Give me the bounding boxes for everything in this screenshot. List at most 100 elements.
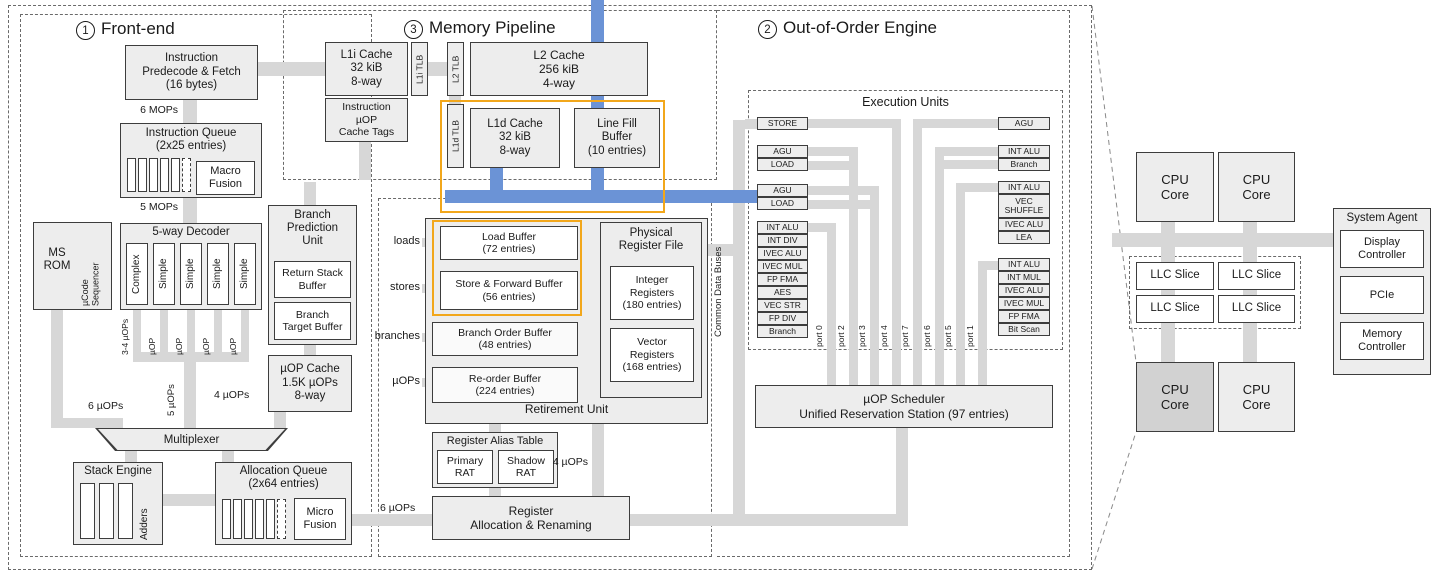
bus-rat-to-regalloc xyxy=(489,488,501,496)
cpu-core-box-highlighted: CPU Core xyxy=(1136,362,1214,432)
ucode-sequencer-label: µCode Sequencer xyxy=(80,262,101,306)
memory-number: 3 xyxy=(404,20,423,39)
bus-scheduler-down xyxy=(896,428,908,518)
allocation-queue-title: Allocation Queue (2x64 entries) xyxy=(239,465,328,491)
bus-iq-to-decoder xyxy=(183,198,197,223)
label-6uops-msrom: 6 µOPs xyxy=(88,400,124,412)
memory-controller-box: Memory Controller xyxy=(1340,322,1424,360)
bus-cdb-store xyxy=(745,119,757,129)
display-controller-box: Display Controller xyxy=(1340,230,1424,268)
unit-store: STORE xyxy=(757,117,808,130)
label-branches: branches xyxy=(374,330,420,342)
bus-l2-to-ring xyxy=(591,0,604,42)
queue-slot xyxy=(244,499,253,539)
bus-tlb-link xyxy=(428,62,447,76)
register-alias-table-title: Register Alias Table xyxy=(446,435,544,447)
bus-common-data xyxy=(733,120,745,518)
queue-slot xyxy=(138,158,147,192)
shadow-rat-box: Shadow RAT xyxy=(498,450,554,484)
ooo-title: Out-of-Order Engine xyxy=(783,18,938,37)
bus-agu-port3 xyxy=(808,186,879,195)
uop-cache-tags-box: Instruction µOP Cache Tags xyxy=(325,98,408,142)
stack-engine-title: Stack Engine xyxy=(84,465,152,477)
predecode-fetch-box: Instruction Predecode & Fetch (16 bytes) xyxy=(125,45,258,100)
queue-slot xyxy=(233,499,242,539)
store-forward-buffer-box: Store & Forward Buffer (56 entries) xyxy=(440,271,578,310)
label-port5: port 5 xyxy=(943,325,953,347)
bus-lfb-down xyxy=(591,168,604,190)
unit-bit-scan: Bit Scan xyxy=(998,323,1050,336)
decoder-complex: Complex xyxy=(126,243,148,305)
cpu-core-box: CPU Core xyxy=(1218,362,1295,432)
label-port0: port 0 xyxy=(814,325,824,347)
instruction-queue-title: Instruction Queue (2x25 entries) xyxy=(145,127,237,153)
unit-vec-str: VEC STR xyxy=(757,299,808,312)
multiplexer-fill xyxy=(98,429,285,450)
bus-mux-to-stackengine xyxy=(125,450,137,463)
label-uops: µOPs xyxy=(392,375,420,387)
label-5uops: 5 µOPs xyxy=(166,384,177,416)
label-decode-out: µOP xyxy=(201,337,211,355)
bus-port1 xyxy=(978,265,987,385)
ooo-number: 2 xyxy=(758,20,777,39)
bus-decoder-collector xyxy=(133,352,249,362)
cpu-core-box: CPU Core xyxy=(1136,152,1214,222)
decoder-simple: Simple xyxy=(207,243,229,305)
bus-load-port3 xyxy=(808,200,879,209)
adders-label: Adders xyxy=(139,508,150,540)
bus-l1i-to-predecode xyxy=(258,62,325,76)
micro-fusion-box: Micro Fusion xyxy=(294,498,346,540)
bus-agu-port2 xyxy=(808,147,858,156)
label-port2: port 2 xyxy=(836,325,846,347)
branch-order-buffer-box: Branch Order Buffer (48 entries) xyxy=(432,322,578,356)
bus-port3 xyxy=(870,190,879,385)
l1i-tlb-box: L1i TLB xyxy=(411,42,428,96)
bus-tags-down xyxy=(359,142,371,180)
queue-slot xyxy=(171,158,180,192)
unit-agu: AGU xyxy=(757,145,808,158)
bus-branch-port6 xyxy=(935,160,998,169)
system-agent-title: System Agent xyxy=(1346,212,1418,224)
llc-slice-box: LLC Slice xyxy=(1218,262,1295,290)
unit-int-alu: INT ALU xyxy=(757,221,808,234)
unit-ivec-alu: IVEC ALU xyxy=(757,247,808,260)
bus-decoder-out xyxy=(133,310,141,354)
unit-agu: AGU xyxy=(757,184,808,197)
label-decode-out: µOP xyxy=(147,337,157,355)
unit-fp-div: FP DIV xyxy=(757,312,808,325)
bus-mux-to-allocq xyxy=(222,450,234,463)
bus-predecode-to-iq xyxy=(183,100,197,123)
bus-decoder-out xyxy=(241,310,249,354)
primary-rat-box: Primary RAT xyxy=(437,450,493,484)
bus-port6 xyxy=(935,151,944,385)
bus-bpu-up xyxy=(304,182,316,205)
bus-6uops xyxy=(352,514,432,526)
queue-slot xyxy=(222,499,231,539)
return-stack-buffer-box: Return Stack Buffer xyxy=(274,261,351,298)
register-allocation-box: Register Allocation & Renaming xyxy=(432,496,630,540)
decoder-simple: Simple xyxy=(153,243,175,305)
bus-stack-port0 xyxy=(808,223,836,232)
unit-int-div: INT DIV xyxy=(757,234,808,247)
bus-msrom-to-mux xyxy=(51,418,123,428)
label-5mops: 5 MOPs xyxy=(140,201,178,213)
unit-int-alu: INT ALU xyxy=(998,258,1050,271)
pcie-box: PCIe xyxy=(1340,276,1424,314)
reorder-buffer-box: Re-order Buffer (224 entries) xyxy=(432,367,578,403)
frontend-number: 1 xyxy=(76,21,95,40)
bus-ring-left xyxy=(1161,222,1175,362)
msrom-label: MS ROM xyxy=(43,247,71,273)
bus-l2-to-lfb xyxy=(591,96,604,108)
llc-slice-box: LLC Slice xyxy=(1136,295,1214,323)
bus-ring-right xyxy=(1243,222,1257,362)
label-6uops: 6 µOPs xyxy=(380,502,416,514)
highlight-l1d-region xyxy=(440,100,665,213)
bus-store-port4 xyxy=(808,119,901,128)
llc-region xyxy=(1129,256,1301,329)
unit-ivec-mul: IVEC MUL xyxy=(757,260,808,273)
branch-prediction-title: Branch Prediction Unit xyxy=(286,209,339,248)
bus-bpu-to-uopcache xyxy=(304,345,316,355)
bus-port0 xyxy=(827,227,836,385)
macro-fusion-box: Macro Fusion xyxy=(196,161,255,195)
